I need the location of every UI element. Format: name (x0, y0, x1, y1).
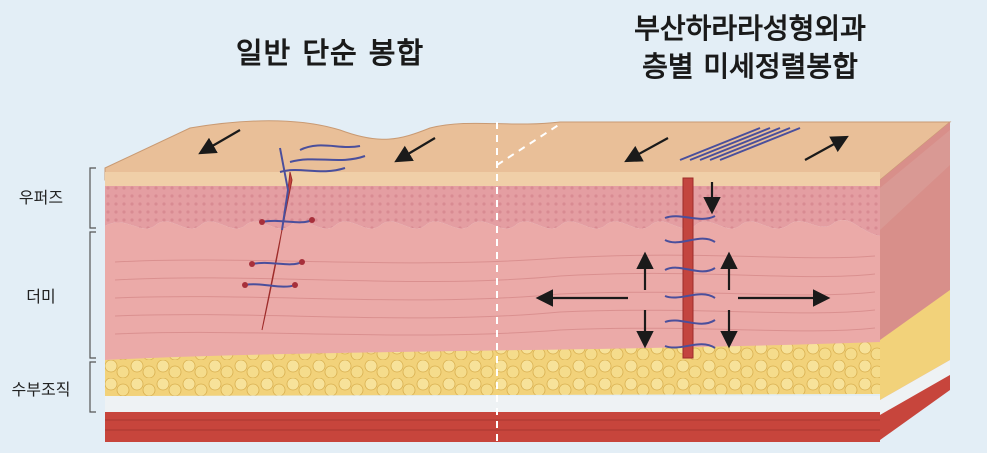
arrow-left-top-2 (394, 137, 436, 163)
layered-suture-threads (664, 127, 801, 349)
layered-suture-wound (664, 127, 801, 359)
label-subcutaneous: 수부조직 (11, 380, 71, 399)
arrow-right-top-2 (804, 135, 849, 161)
title-layered-suture: 부산하라라성형외과 층별 미세정렬봉합 (560, 10, 940, 86)
dermis-fibers (114, 254, 876, 336)
title-simple-suture: 일반 단순 봉합 (235, 36, 425, 70)
layer-brackets (89, 167, 96, 413)
title-layered-closure: 층별 미세정렬봉합 (642, 50, 858, 83)
epidermis-band (105, 172, 880, 186)
label-dermis: 더미 (26, 287, 56, 306)
label-epidermis: 우퍼즈 (18, 188, 64, 207)
muscle-layer (105, 412, 880, 442)
reticular-dermis (105, 219, 880, 360)
simple-suture-wound (242, 144, 366, 331)
arrow-left-top-1 (198, 129, 241, 155)
simple-suture-threads (244, 144, 366, 288)
fascia-layer (105, 396, 880, 412)
suture-knots (242, 217, 315, 288)
tension-arrows (198, 129, 849, 349)
title-clinic-name: 부산하라라성형외과 (634, 12, 866, 45)
arrow-right-top-1 (624, 137, 669, 163)
